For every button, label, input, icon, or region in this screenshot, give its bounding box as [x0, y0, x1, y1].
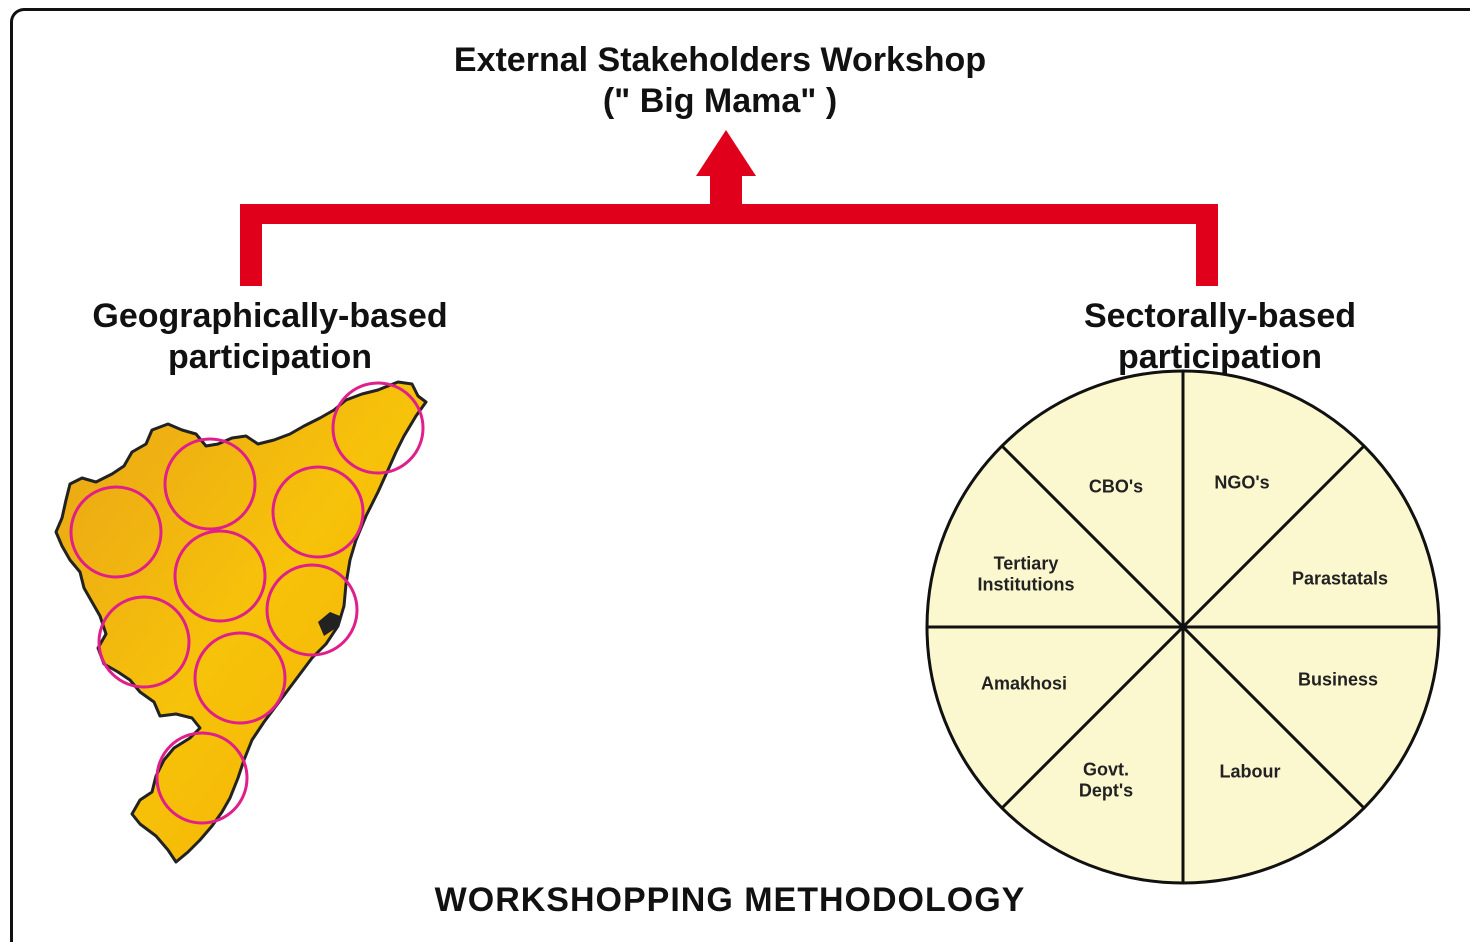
- title-line-2: (" Big Mama" ): [602, 81, 838, 120]
- sector-cbos: CBO's: [1088, 476, 1144, 497]
- title-line-1: External Stakeholders Workshop: [453, 41, 987, 79]
- sector-tertiary-institutions: Tertiary Institutions: [978, 553, 1075, 594]
- map-inlet: [318, 612, 340, 636]
- sector-govt-line-2: Dept's: [1078, 780, 1134, 800]
- geographic-label-line-2: participation: [167, 337, 373, 376]
- province-map: [54, 380, 428, 864]
- arrow-up-icon: [696, 130, 756, 176]
- sector-tertiary-line-2: Institutions: [977, 574, 1075, 594]
- sector-business: Business: [1297, 669, 1379, 690]
- region-circle: [331, 381, 425, 475]
- sectoral-label-line-2: participation: [1117, 337, 1323, 376]
- sector-tertiary-line-1: Tertiary: [993, 553, 1059, 574]
- sector-govt-depts: Govt. Dept's: [1079, 759, 1133, 800]
- sector-govt-line-1: Govt.: [1082, 759, 1130, 780]
- sector-ngos: NGO's: [1214, 472, 1270, 493]
- sector-labour: Labour: [1219, 761, 1281, 782]
- region-circle: [155, 731, 249, 825]
- workshop-title: External Stakeholders Workshop (" Big Ma…: [0, 40, 1440, 122]
- methodology-caption: WORKSHOPPING METHODOLOGY: [434, 881, 1026, 919]
- region-circle: [97, 595, 191, 689]
- region-circle: [193, 631, 287, 725]
- region-circle: [69, 485, 163, 579]
- geographic-label-line-1: Geographically-based: [92, 297, 448, 335]
- region-circle: [271, 465, 365, 559]
- region-circle: [163, 437, 257, 531]
- geographic-label: Geographically-based participation: [30, 296, 510, 378]
- sectoral-label: Sectorally-based participation: [1010, 296, 1430, 378]
- connector-bracket: [240, 130, 1218, 286]
- sector-amakhosi: Amakhosi: [980, 673, 1068, 694]
- sector-parastatals: Parastatals: [1291, 568, 1389, 589]
- sector-pie: [925, 369, 1441, 885]
- region-circle: [173, 529, 267, 623]
- region-circle: [265, 563, 359, 657]
- diagram-frame: [10, 8, 1470, 942]
- sectoral-label-line-1: Sectorally-based: [1083, 297, 1357, 335]
- region-circles: [69, 381, 425, 825]
